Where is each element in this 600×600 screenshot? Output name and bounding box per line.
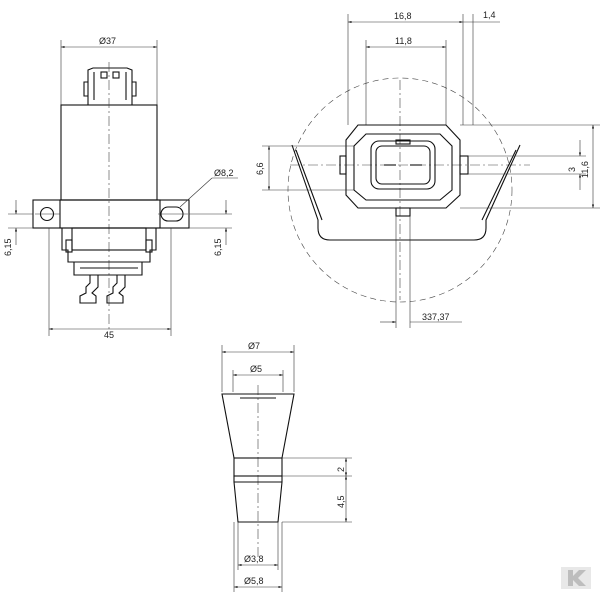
dim-2-label: 2 bbox=[336, 467, 346, 472]
dim-11-6-label: 11,6 bbox=[580, 161, 590, 178]
dim-d7-label: Ø7 bbox=[248, 341, 260, 351]
dim-right-offset-label: 6,15 bbox=[213, 238, 223, 256]
dim-d3-8-label: Ø3,8 bbox=[244, 554, 264, 564]
dim-16-8-label: 16,8 bbox=[394, 11, 412, 21]
dim-left-offset-label: 6,15 bbox=[3, 238, 13, 256]
dim-d5-8-label: Ø5,8 bbox=[244, 576, 264, 586]
dim-bottom-width-label: 45 bbox=[104, 330, 114, 340]
dim-6-6-label: 6,6 bbox=[255, 162, 265, 175]
front-view: Ø37 Ø8,2 6,15 6,15 bbox=[3, 36, 238, 340]
dim-3-label: 3 bbox=[567, 167, 577, 172]
dim-hole-label: Ø8,2 bbox=[214, 168, 234, 178]
dim-1-4-label: 1,4 bbox=[483, 10, 496, 20]
dim-11-8-label: 11,8 bbox=[395, 36, 412, 46]
kramp-logo-icon bbox=[561, 567, 591, 589]
top-view: 16,8 1,4 11,8 6,6 bbox=[255, 10, 600, 328]
dim-4-5-label: 4,5 bbox=[336, 495, 346, 508]
dim-d5-label: Ø5 bbox=[250, 364, 262, 374]
dim-337-37-label: 337,37 bbox=[422, 312, 450, 322]
nozzle-view: Ø7 Ø5 2 4,5 Ø3,8 Ø5,8 bbox=[221, 341, 352, 592]
dim-width-top-label: Ø37 bbox=[99, 36, 116, 46]
